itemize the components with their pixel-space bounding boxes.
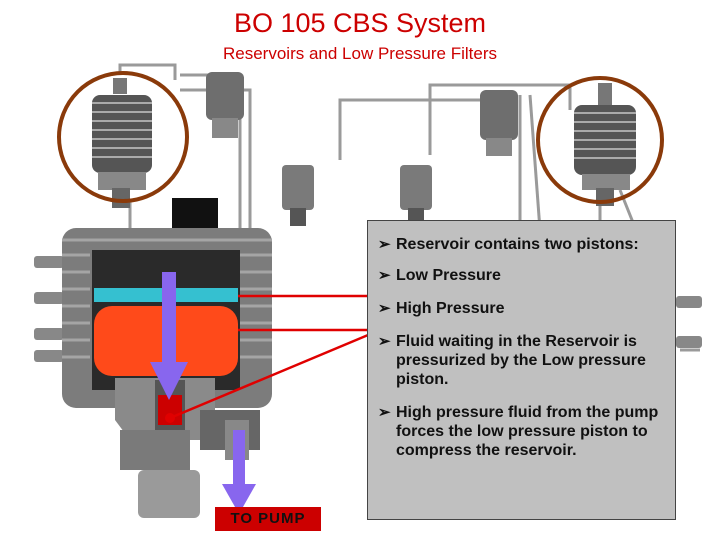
pump-flow-arrow-head bbox=[222, 484, 256, 514]
right-filter-highlight-circle bbox=[536, 76, 664, 204]
down-flow-arrow-shaft bbox=[162, 272, 176, 364]
bullet-high-pressure-fluid: ➢ High pressure fluid from the pump forc… bbox=[378, 404, 659, 459]
valve-blocks bbox=[282, 165, 432, 226]
bullet-low-pressure: ➢ Low Pressure bbox=[378, 267, 501, 284]
arrow-bullet-icon: ➢ bbox=[378, 300, 391, 317]
upper-canisters bbox=[206, 72, 518, 156]
arrow-bullet-icon: ➢ bbox=[378, 236, 391, 253]
side-fittings bbox=[34, 256, 702, 362]
page-subtitle: Reservoirs and Low Pressure Filters bbox=[223, 44, 497, 63]
down-flow-arrow-head bbox=[150, 362, 188, 400]
pump-flow-arrow-shaft bbox=[233, 430, 245, 486]
pointer-lines bbox=[169, 294, 381, 420]
bullet-high-pressure: ➢ High Pressure bbox=[378, 300, 505, 317]
to-pump-label: TO PUMP bbox=[215, 507, 321, 531]
left-low-pressure-filter bbox=[92, 78, 152, 208]
right-low-pressure-filter bbox=[574, 83, 636, 206]
arrow-bullet-icon: ➢ bbox=[378, 267, 391, 284]
left-filter-highlight-circle bbox=[57, 71, 189, 203]
page-title: BO 105 CBS System bbox=[233, 8, 487, 38]
bullet-reservoir-pistons: ➢ Reservoir contains two pistons: bbox=[378, 236, 639, 253]
arrow-bullet-icon: ➢ bbox=[378, 404, 391, 421]
flow-arrows bbox=[150, 272, 256, 514]
arrow-bullet-icon: ➢ bbox=[378, 333, 391, 350]
info-callout-box: ➢ Reservoir contains two pistons: ➢ Low … bbox=[367, 220, 676, 520]
fluid-pointer bbox=[169, 328, 381, 420]
bullet-fluid-waiting: ➢ Fluid waiting in the Reservoir is pres… bbox=[378, 333, 646, 388]
